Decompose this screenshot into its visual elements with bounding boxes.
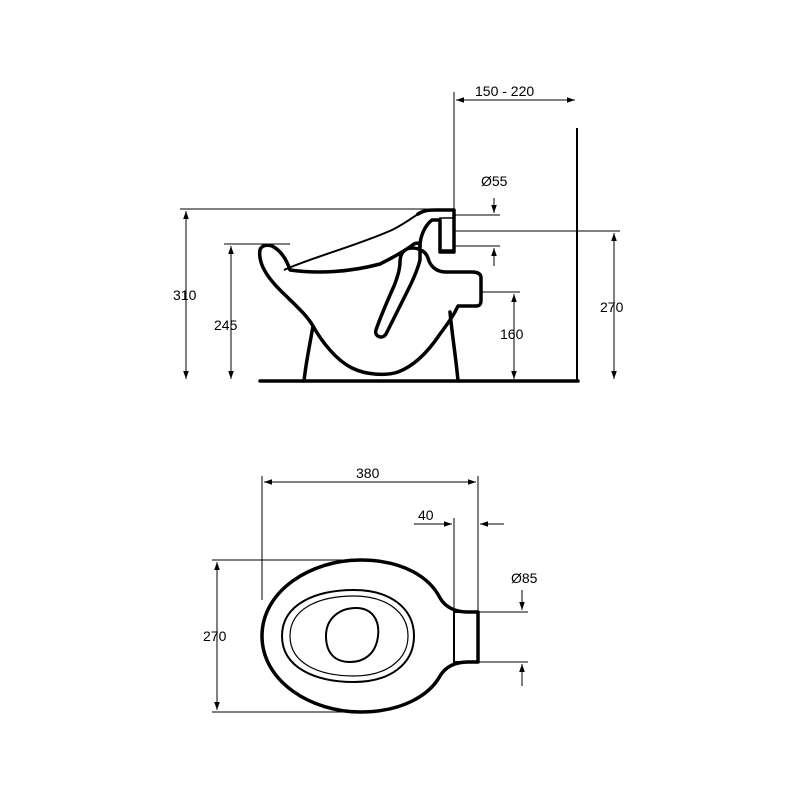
dim-inlet-diameter: Ø55 [481,173,508,189]
top-view: 380 40 Ø85 270 [203,465,538,714]
toilet-side-outline [257,241,483,377]
bowl-inner-rim [281,589,415,683]
dim-outlet-height: 160 [500,326,524,342]
pedestal-leg-right [448,310,460,383]
dim-length: 380 [356,465,380,481]
bowl-inner-rim-2 [289,595,409,677]
outlet-spigot-top [453,611,479,663]
dim-wall-distance: 150 - 220 [475,83,534,99]
pedestal-leg-left [302,324,315,383]
water-opening [325,607,380,663]
dim-inlet-height: 270 [600,299,624,315]
bowl-outer-top [260,558,480,714]
bowl-rim [283,213,419,271]
dim-outlet-offset: 40 [418,507,434,523]
inlet-horn [416,208,456,254]
dim-width: 270 [203,628,227,644]
side-view: 150 - 220 Ø55 310 245 160 270 [173,83,624,383]
inlet-spigot [439,217,455,251]
dim-outlet-diameter: Ø85 [511,570,538,586]
dim-total-height: 310 [173,287,197,303]
dim-rim-height: 245 [214,317,238,333]
